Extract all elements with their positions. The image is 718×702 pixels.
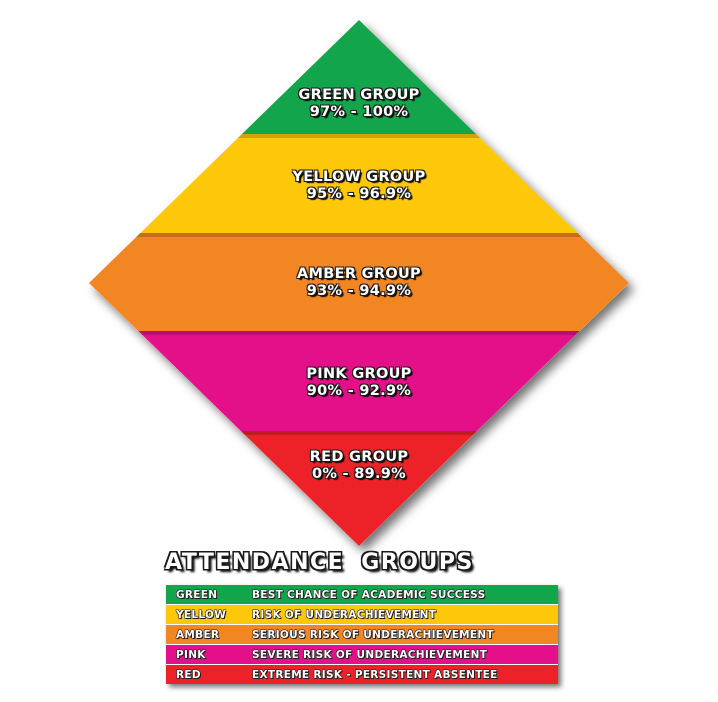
- legend-row-amber: AMBER SERIOUS RISK OF UNDERACHIEVEMENT: [166, 625, 558, 645]
- band-name: YELLOW GROUP: [292, 169, 426, 185]
- band-name: GREEN GROUP: [298, 87, 420, 103]
- legend-table: GREEN BEST CHANCE OF ACADEMIC SUCCESS YE…: [166, 585, 558, 684]
- band-name: AMBER GROUP: [297, 266, 421, 282]
- band-label-green: GREEN GROUP 97% - 100%: [0, 87, 718, 121]
- band-range: 95% - 96.9%: [306, 186, 412, 202]
- band-amber: [89, 233, 629, 331]
- legend-row-green: GREEN BEST CHANCE OF ACADEMIC SUCCESS: [166, 585, 558, 605]
- legend-row-pink: PINK SEVERE RISK OF UNDERACHIEVEMENT: [166, 645, 558, 665]
- diamond-graphic: [89, 20, 629, 546]
- band-label-amber: AMBER GROUP 93% - 94.9%: [0, 266, 718, 300]
- legend-key: GREEN: [176, 588, 218, 601]
- legend-desc: SERIOUS RISK OF UNDERACHIEVEMENT: [252, 628, 494, 641]
- band-range: 93% - 94.9%: [306, 283, 412, 299]
- legend-row-yellow: YELLOW RISK OF UNDERACHIEVEMENT: [166, 605, 558, 625]
- legend-title: ATTENDANCE GROUPS: [165, 550, 474, 575]
- legend-row-red: RED EXTREME RISK - PERSISTENT ABSENTEE: [166, 665, 558, 684]
- legend-desc: SEVERE RISK OF UNDERACHIEVEMENT: [252, 648, 488, 661]
- legend-desc: RISK OF UNDERACHIEVEMENT: [252, 608, 437, 621]
- legend-desc: BEST CHANCE OF ACADEMIC SUCCESS: [252, 588, 486, 601]
- band-range: 90% - 92.9%: [306, 383, 412, 399]
- band-range: 97% - 100%: [309, 104, 409, 120]
- band-name: RED GROUP: [309, 449, 409, 465]
- band-name: PINK GROUP: [306, 366, 412, 382]
- legend-desc: EXTREME RISK - PERSISTENT ABSENTEE: [252, 668, 498, 681]
- band-label-pink: PINK GROUP 90% - 92.9%: [0, 366, 718, 400]
- attendance-diamond: GREEN GROUP 97% - 100% YELLOW GROUP 95% …: [0, 20, 718, 546]
- legend-key: PINK: [176, 648, 206, 661]
- band-range: 0% - 89.9%: [311, 466, 407, 482]
- band-label-yellow: YELLOW GROUP 95% - 96.9%: [0, 169, 718, 203]
- legend-key: RED: [176, 668, 201, 681]
- band-label-red: RED GROUP 0% - 89.9%: [0, 449, 718, 483]
- legend-key: YELLOW: [176, 608, 227, 621]
- legend-key: AMBER: [176, 628, 220, 641]
